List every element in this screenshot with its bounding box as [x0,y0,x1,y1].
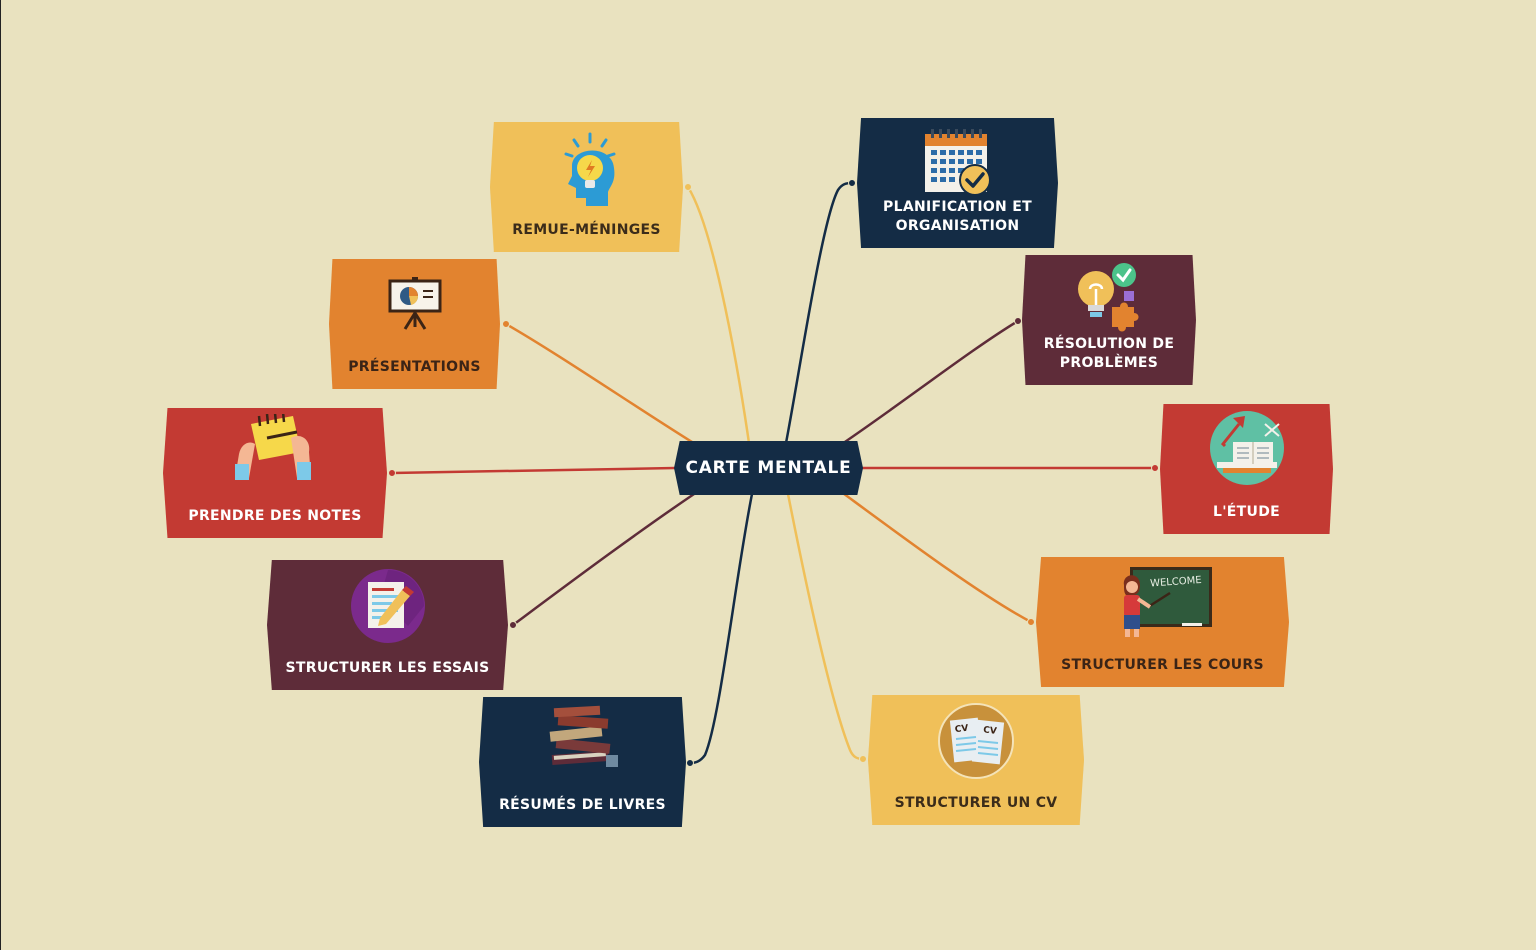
topic-label: PRENDRE DES NOTES [188,508,362,524]
window-left-border [0,0,1,950]
connector-prendre-des-notes [391,466,676,475]
topic-etude[interactable]: L'ÉTUDE [1160,404,1333,534]
central-topic[interactable]: CARTE MENTALE [674,441,863,495]
connector-remue-meninges [686,186,752,451]
calendar-check-icon [924,129,991,196]
document-pencil-icon [350,569,425,643]
topic-label: STRUCTURER LES ESSAIS [285,660,490,676]
topic-prendre-des-notes[interactable]: PRENDRE DES NOTES [163,408,387,538]
connector-dot [1014,317,1022,325]
connector-structurer-un-cv [786,493,864,761]
teacher-blackboard-icon: WELCOME [1123,567,1212,637]
topic-label: L'ÉTUDE [1213,504,1280,520]
topic-resolution-de-problemes[interactable]: RÉSOLUTION DE PROBLÈMES [1022,255,1196,385]
connector-dot [1151,464,1159,472]
connector-presentations [505,322,701,449]
cv-documents-icon: CV CV [938,703,1014,779]
central-topic-label: CARTE MENTALE [685,458,852,478]
notepad-writing-icon [235,414,311,480]
topic-planification-et-organisation[interactable]: PLANIFICATION ET ORGANISATION [857,118,1058,248]
lightbulb-puzzle-icon [1078,263,1139,332]
connector-resolution [835,319,1019,450]
topic-label: STRUCTURER LES COURS [1061,657,1264,673]
cv-text-left: CV [954,724,969,735]
connector-dot [684,183,692,191]
topic-structurer-les-essais[interactable]: STRUCTURER LES ESSAIS [267,560,508,690]
connector-planification [784,181,853,444]
topic-label: PLANIFICATION ET ORGANISATION [883,199,1032,234]
topic-label: STRUCTURER UN CV [894,795,1058,811]
topic-label: PRÉSENTATIONS [348,359,481,375]
topic-resumes-de-livres[interactable]: RÉSUMÉS DE LIVRES [479,697,686,827]
connector-dot [388,469,396,477]
connector-dot [509,621,517,629]
cv-text-right: CV [983,725,998,736]
connector-dot [1027,618,1035,626]
connector-structurer-les-cours [835,486,1032,624]
topic-remue-meninges[interactable]: REMUE-MÉNINGES [490,122,683,252]
presentation-board-icon [388,277,441,330]
topic-label: REMUE-MÉNINGES [512,222,661,238]
book-stack-icon [549,705,618,767]
blackboard-text: WELCOME [1149,575,1201,590]
topic-label: RÉSOLUTION DE PROBLÈMES [1043,336,1175,371]
connector-dot [686,759,694,767]
topic-structurer-un-cv[interactable]: CV CV STRUCTURER UN CV [868,695,1084,825]
connector-structurer-les-essais [512,486,704,627]
connector-dot [859,755,867,763]
desk-lamp-book-icon [1209,411,1284,485]
connector-dot [848,179,856,187]
connector-resumes-de-livres [689,493,754,765]
topic-label: RÉSUMÉS DE LIVRES [499,797,666,813]
brain-lightbulb-icon [564,132,615,206]
connector-dot [502,320,510,328]
topic-presentations[interactable]: PRÉSENTATIONS [329,259,500,389]
topic-structurer-les-cours[interactable]: WELCOME STRUCTURER LES COURS [1036,557,1289,687]
